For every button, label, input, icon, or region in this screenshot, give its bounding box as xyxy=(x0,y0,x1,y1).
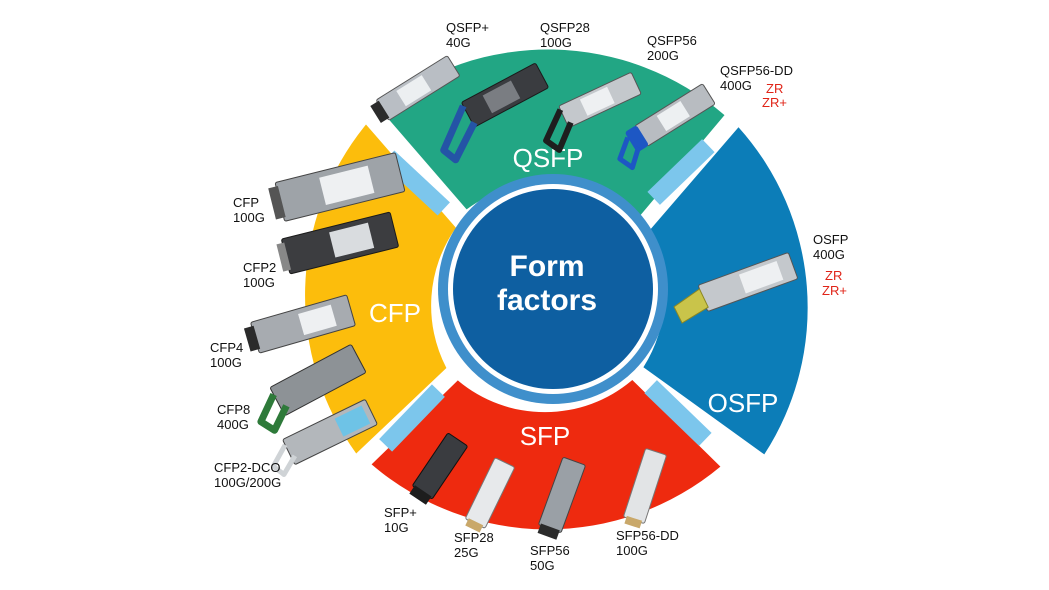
divider-bar xyxy=(647,139,715,205)
qsfp-plus-speed-label: 40G xyxy=(446,35,471,50)
cfp4-module-image xyxy=(243,294,356,354)
qsfp28-speed-label: 100G xyxy=(540,35,572,50)
cfp2-name-label: CFP2 xyxy=(243,260,277,275)
cfp2-dco-speed-label: 100G/200G xyxy=(214,475,282,490)
sfp-plus-module-image xyxy=(409,433,468,505)
sfp56-module-image xyxy=(537,457,586,540)
sfp-segment-label: SFP xyxy=(520,421,571,451)
qsfp-segment-label: QSFP xyxy=(513,143,584,173)
center-title-line2: factors xyxy=(497,284,597,317)
cfp2-speed-label: 100G xyxy=(243,275,275,290)
osfp-name-label: OSFP xyxy=(813,232,849,247)
cfp2-dco-module-image xyxy=(270,399,378,477)
qsfp56-dd-name-label: QSFP56-DD xyxy=(720,63,793,78)
divider-bar xyxy=(379,384,445,452)
qsfp56-dd-zr-plus-label: ZR+ xyxy=(762,95,787,110)
sfp28-name-label: SFP28 xyxy=(454,530,494,545)
qsfp56-speed-label: 200G xyxy=(647,48,679,63)
qsfp-plus-name-label: QSFP+ xyxy=(446,20,489,35)
osfp-zr-plus-label: ZR+ xyxy=(822,283,847,298)
cfp2-dco-name-label: CFP2-DCO xyxy=(214,460,281,475)
sfp56-dd-name-label: SFP56-DD xyxy=(616,528,679,543)
sfp56-dd-module-image xyxy=(623,448,667,529)
qsfp-plus-module-image xyxy=(370,55,460,123)
qsfp56-name-label: QSFP56 xyxy=(647,33,697,48)
osfp-module-image xyxy=(673,252,798,324)
qsfp56-dd-speed-label: 400G xyxy=(720,78,752,93)
osfp-zr-label: ZR xyxy=(825,268,843,283)
qsfp56-module-image xyxy=(543,72,642,153)
qsfp28-name-label: QSFP28 xyxy=(540,20,590,35)
qsfp28-module-image xyxy=(440,63,549,164)
center-hub[interactable] xyxy=(453,189,653,389)
sfp56-name-label: SFP56 xyxy=(530,543,570,558)
sfp28-module-image xyxy=(465,457,515,533)
osfp-segment-label: OSFP xyxy=(708,388,779,418)
cfp-name-label: CFP xyxy=(233,195,259,210)
cfp-segment-label: CFP xyxy=(369,298,421,328)
center-title-line1: Form xyxy=(510,250,585,283)
sfp56-speed-label: 50G xyxy=(530,558,555,573)
cfp2-module-image xyxy=(276,211,399,275)
cfp8-module-image xyxy=(257,344,366,434)
cfp8-name-label: CFP8 xyxy=(217,402,251,417)
sfp56-dd-speed-label: 100G xyxy=(616,543,648,558)
cfp4-speed-label: 100G xyxy=(210,355,242,370)
cfp4-name-label: CFP4 xyxy=(210,340,244,355)
sfp-plus-speed-label: 10G xyxy=(384,520,409,535)
sfp28-speed-label: 25G xyxy=(454,545,479,560)
cfp8-speed-label: 400G xyxy=(217,417,249,432)
osfp-speed-label: 400G xyxy=(813,247,845,262)
cfp-speed-label: 100G xyxy=(233,210,265,225)
divider-bar xyxy=(644,380,712,446)
qsfp56-dd-zr-label: ZR xyxy=(766,81,784,96)
sfp-plus-name-label: SFP+ xyxy=(384,505,417,520)
cfp-module-image xyxy=(268,152,406,222)
qsfp56-dd-module-image xyxy=(617,83,716,171)
